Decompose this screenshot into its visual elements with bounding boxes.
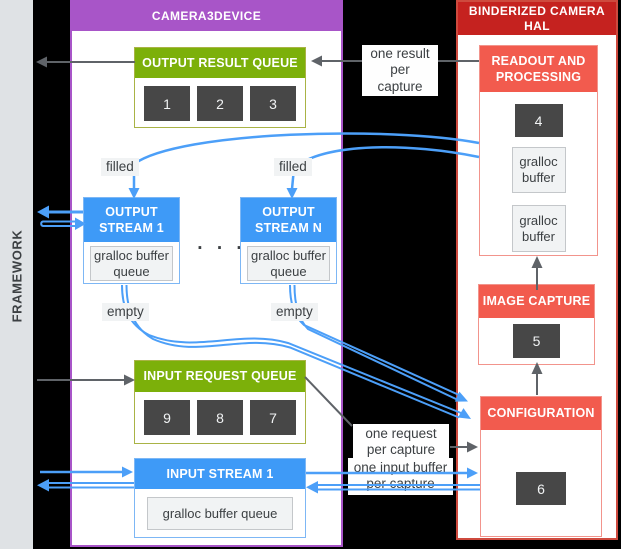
request-item-7: 7 bbox=[250, 400, 296, 435]
gralloc-buffer-queue: gralloc buffer queue bbox=[247, 246, 330, 281]
empty-label-2: empty bbox=[271, 303, 318, 322]
configuration-header: CONFIGURATION bbox=[481, 397, 601, 430]
hal-panel: BINDERIZED CAMERA HAL READOUT AND PROCES… bbox=[456, 0, 618, 540]
filled-label-2: filled bbox=[274, 158, 312, 177]
output-result-queue-items: 1 2 3 bbox=[135, 78, 305, 129]
one-result-per-capture-label: one result per capture bbox=[362, 45, 438, 97]
request-item-8: 8 bbox=[197, 400, 243, 435]
input-stream-1-header: INPUT STREAM 1 bbox=[135, 459, 305, 489]
gralloc-buffer: gralloc buffer bbox=[511, 205, 566, 252]
streams-ellipsis: · · · bbox=[197, 238, 247, 259]
readout-processing-header: READOUT AND PROCESSING bbox=[480, 46, 597, 92]
result-item-1: 1 bbox=[144, 86, 190, 121]
readout-contents: 4 gralloc buffer gralloc buffer bbox=[480, 92, 597, 252]
hal-item-6: 6 bbox=[516, 472, 566, 505]
gralloc-buffer-queue: gralloc buffer queue bbox=[90, 246, 173, 281]
image-capture-header: IMAGE CAPTURE bbox=[479, 285, 594, 318]
input-request-queue-items: 9 8 7 bbox=[135, 392, 305, 443]
image-capture-contents: 5 bbox=[479, 318, 594, 358]
output-stream-1-header: OUTPUT STREAM 1 bbox=[84, 198, 179, 242]
camera3device-panel: CAMERA3DEVICE OUTPUT RESULT QUEUE 1 2 3 … bbox=[70, 0, 343, 547]
result-item-3: 3 bbox=[250, 86, 296, 121]
empty-label-1: empty bbox=[102, 303, 149, 322]
gralloc-buffer: gralloc buffer bbox=[511, 147, 566, 193]
camera3device-header: CAMERA3DEVICE bbox=[72, 2, 341, 31]
readout-processing-box: READOUT AND PROCESSING 4 gralloc buffer … bbox=[479, 45, 598, 256]
hal-item-5: 5 bbox=[513, 324, 560, 358]
configuration-contents: 6 bbox=[481, 430, 601, 505]
image-capture-box: IMAGE CAPTURE 5 bbox=[478, 284, 595, 365]
framework-label: FRAMEWORK bbox=[9, 229, 25, 323]
configuration-box: CONFIGURATION 6 bbox=[480, 396, 602, 537]
framework-strip bbox=[0, 0, 33, 549]
hal-header: BINDERIZED CAMERA HAL bbox=[458, 2, 616, 35]
request-item-9: 9 bbox=[144, 400, 190, 435]
filled-label-1: filled bbox=[101, 158, 139, 177]
one-request-per-capture-label: one request per capture bbox=[353, 424, 449, 461]
hal-item-4: 4 bbox=[514, 104, 563, 137]
output-stream-n-header: OUTPUT STREAM N bbox=[241, 198, 336, 242]
output-result-queue-header: OUTPUT RESULT QUEUE bbox=[135, 48, 305, 78]
input-request-queue-header: INPUT REQUEST QUEUE bbox=[135, 361, 305, 392]
one-input-buffer-per-capture-label: one input buffer per capture bbox=[348, 458, 453, 495]
input-request-queue: INPUT REQUEST QUEUE 9 8 7 bbox=[134, 360, 306, 444]
input-stream-1: INPUT STREAM 1 gralloc buffer queue bbox=[134, 458, 306, 538]
output-result-queue: OUTPUT RESULT QUEUE 1 2 3 bbox=[134, 47, 306, 128]
output-stream-n: OUTPUT STREAM N gralloc buffer queue bbox=[240, 197, 337, 284]
output-stream-1: OUTPUT STREAM 1 gralloc buffer queue bbox=[83, 197, 180, 284]
gralloc-buffer-queue: gralloc buffer queue bbox=[147, 497, 293, 530]
result-item-2: 2 bbox=[197, 86, 243, 121]
